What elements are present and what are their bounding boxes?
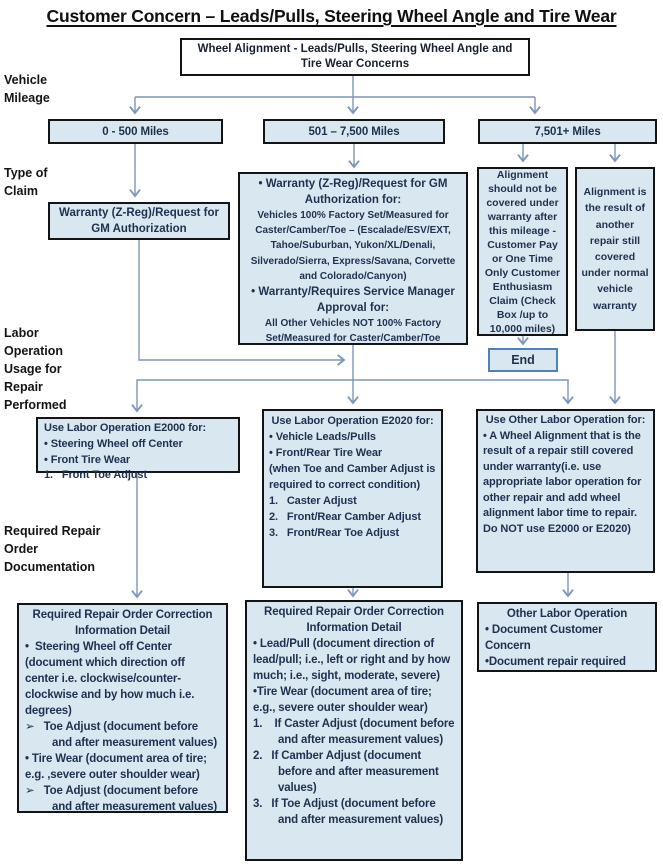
box-text-line: • Front Tire Wear (44, 453, 131, 466)
box-text-line: •Tire Wear (document area of tire; e.g.,… (253, 686, 432, 714)
box-text-line: • Warranty/Requires Service Manager Appr… (251, 286, 455, 315)
box-text-line: 1. Front Toe Adjust (44, 469, 148, 482)
box-text-line: • Vehicle Leads/Pulls (269, 431, 376, 443)
box-text-line: • Tire Wear (document area of tire; e.g.… (25, 753, 207, 781)
box-text-line: Use Labor Operation E2000 for: (44, 422, 207, 434)
page-title: Customer Concern – Leads/Pulls, Steering… (46, 6, 617, 26)
box-text-line: Vehicles 100% Factory Set/Measured for C… (250, 210, 456, 282)
box-text-line: All Other Vehicles NOT 100% Factory Set/… (264, 318, 442, 345)
node-claim-other-repair-warranty: Alignment is the result of another repai… (575, 167, 655, 331)
node-claim-501-7500-detail: • Warranty (Z-Reg)/Request for GM Author… (238, 172, 468, 345)
box-text-line: • A Wheel Alignment that is the result o… (483, 429, 642, 535)
box-text-line: 3. Front/Rear Toe Adjust (269, 527, 400, 539)
box-text-line: Other Labor Operation (506, 608, 628, 620)
label-type-of-claim: Type of Claim (4, 166, 48, 198)
box-text-line: 3. If Toe Adjust (document before and af… (253, 798, 444, 826)
box-text-line: • Warranty (Z-Reg)/Request for GM Author… (258, 178, 448, 206)
node-mileage-0-500: 0 - 500 Miles (48, 119, 223, 144)
node-claim-customer-pay: Alignment should not be covered under wa… (477, 167, 568, 336)
node-labor-other: Use Other Labor Operation for: • A Wheel … (476, 409, 655, 573)
box-text-line: (when Toe and Camber Adjust is required … (269, 463, 436, 491)
box-text-line: 1. Caster Adjust (269, 495, 357, 507)
node-mileage-7501-plus: 7,501+ Miles (478, 119, 657, 144)
label-required-repair-order-documentation: Required Repair Order Documentation (4, 524, 101, 574)
box-text-line: Required Repair Order Correction Informa… (32, 609, 213, 637)
box-text-line: ➢ Toe Adjust (document before and after … (25, 721, 218, 749)
box-text-line: Use Other Labor Operation for: (485, 414, 646, 426)
box-text-line: ➢ Toe Adjust (document before and after … (25, 785, 218, 813)
box-text-line: 1. If Caster Adjust (document before and… (253, 718, 455, 746)
box-text-line: 2. Front/Rear Camber Adjust (269, 511, 421, 523)
box-text-line: • Steering Wheel off Center (document wh… (25, 641, 195, 717)
label-labor-operation-usage: Labor Operation Usage for Repair Perform… (4, 326, 67, 412)
node-claim-warranty-zreg: Warranty (Z-Reg)/Request for GM Authoriz… (48, 202, 230, 240)
box-text-line: Required Repair Order Correction Informa… (264, 606, 444, 634)
node-wheel-alignment-concerns: Wheel Alignment - Leads/Pulls, Steering … (180, 38, 530, 76)
box-text-line: • Document Customer Concern (485, 624, 603, 652)
node-labor-e2000: Use Labor Operation E2000 for: • Steering… (36, 417, 240, 481)
box-text-line: • Lead/Pull (document direction of lead/… (253, 638, 451, 682)
label-vehicle-mileage: Vehicle Mileage (4, 73, 50, 105)
box-text-line: 2. If Camber Adjust (document before and… (253, 750, 439, 794)
node-labor-e2020: Use Labor Operation E2020 for: • Vehicle … (262, 409, 443, 588)
node-doc-e2000-detail: Required Repair Order Correction Informa… (17, 603, 228, 813)
node-end: End (488, 348, 558, 372)
node-doc-e2020-detail: Required Repair Order Correction Informa… (245, 600, 463, 861)
node-doc-other-labor: Other Labor Operation • Document Customer… (477, 602, 657, 672)
box-text-line: •Document repair required (485, 656, 626, 668)
node-mileage-501-7500: 501 – 7,500 Miles (263, 119, 445, 144)
box-text-line: • Steering Wheel off Center (44, 437, 183, 450)
box-text-line: Use Labor Operation E2020 for: (271, 415, 434, 427)
box-text-line: • Front/Rear Tire Wear (269, 447, 383, 459)
